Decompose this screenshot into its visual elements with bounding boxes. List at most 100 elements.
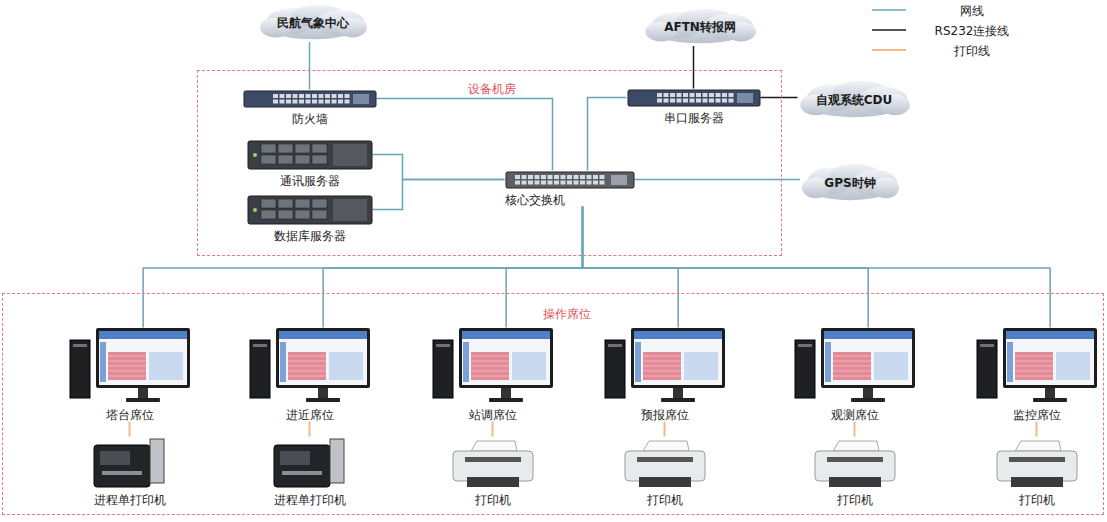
legend-text: 网线 xyxy=(930,3,1014,20)
grid-rule xyxy=(108,355,146,356)
port xyxy=(273,99,278,103)
connector-line xyxy=(373,155,505,180)
node-label: 预报席位 xyxy=(641,408,689,422)
network-cloud: AFTN转报网 xyxy=(643,8,757,46)
grid-rule xyxy=(471,355,509,356)
node-label: 进近席位 xyxy=(286,408,334,422)
station-node: 预报席位 xyxy=(603,328,727,422)
port xyxy=(722,93,727,97)
tower-stripe xyxy=(73,344,87,347)
legend-line-network xyxy=(872,9,906,11)
station-icon xyxy=(793,328,917,404)
port xyxy=(560,175,565,179)
panel xyxy=(353,94,369,104)
chassis xyxy=(248,141,372,169)
printer-node: 打印机 xyxy=(610,437,720,507)
monitor-frame xyxy=(459,328,553,388)
grid-rule xyxy=(108,370,146,371)
printer-body xyxy=(997,451,1077,481)
connector-line xyxy=(143,207,582,328)
stand-base xyxy=(306,398,340,402)
grid-rule xyxy=(288,370,326,371)
port xyxy=(292,94,297,98)
zone-region: 设备机房防火墙串口服务器通讯服务器核心交换机数据库服务器 xyxy=(197,70,782,256)
screen-side xyxy=(635,342,641,382)
node-label: 通讯服务器 xyxy=(280,174,340,188)
printer-node: 打印机 xyxy=(982,437,1092,507)
port xyxy=(696,93,701,97)
port xyxy=(292,99,297,103)
node-label: 塔台席位 xyxy=(106,408,154,422)
rack-node: 串口服务器 xyxy=(627,89,761,125)
label-line: 核心交换机 xyxy=(505,192,635,207)
cloud-label-box: AFTN转报网 xyxy=(643,8,757,46)
stand-base xyxy=(126,398,160,402)
printer-panel xyxy=(280,451,310,465)
port xyxy=(715,93,720,97)
label-line: 观测席位 xyxy=(793,407,917,422)
label-line: 预报席位 xyxy=(603,407,727,422)
connector-line xyxy=(635,179,801,181)
rack-icon xyxy=(627,89,761,107)
drive-bay xyxy=(261,155,276,164)
connector-line xyxy=(693,46,695,89)
screen-grid-2 xyxy=(149,352,183,380)
grid-rule xyxy=(288,360,326,361)
port xyxy=(312,99,317,103)
port xyxy=(560,180,565,184)
label-line: 数据库服务器 xyxy=(247,228,373,243)
tower xyxy=(433,340,453,398)
printer-icon xyxy=(438,437,548,489)
chassis xyxy=(628,90,760,106)
station-node: 进近席位 xyxy=(248,328,372,422)
tower xyxy=(605,340,625,398)
port xyxy=(715,98,720,102)
grid-rule xyxy=(288,365,326,366)
screen-header xyxy=(99,331,187,339)
grid-rule xyxy=(108,375,146,376)
port xyxy=(541,175,546,179)
port xyxy=(325,99,330,103)
label-line: 进程单打印机 xyxy=(255,492,365,507)
grid-rule xyxy=(1015,370,1053,371)
network-cloud: 民航气象中心 xyxy=(258,4,368,42)
legend-text: RS232连接线 xyxy=(930,23,1014,40)
drive-bay xyxy=(295,155,310,164)
grid-rule xyxy=(643,355,681,356)
drive-bay xyxy=(295,210,310,219)
region-title: 操作席位 xyxy=(543,306,591,323)
screen-grid xyxy=(833,352,871,380)
label-line: 打印机 xyxy=(438,492,548,507)
connector-line xyxy=(492,422,494,437)
server-icon xyxy=(247,195,373,225)
drive-bay xyxy=(261,210,276,219)
rack-node: 防火墙 xyxy=(243,90,377,126)
tower xyxy=(70,340,90,398)
node-label: GPS时钟 xyxy=(824,175,875,192)
grid-rule xyxy=(471,375,509,376)
tower xyxy=(250,340,270,398)
connector-line xyxy=(373,180,505,210)
label-line: 防火墙 xyxy=(243,111,377,126)
grid-rule xyxy=(643,360,681,361)
procprinter-node: 进程单打印机 xyxy=(255,437,365,507)
port xyxy=(286,99,291,103)
stand-base xyxy=(1033,398,1067,402)
cloud-label-box: 民航气象中心 xyxy=(258,4,368,42)
port xyxy=(521,175,526,179)
label-line: 进程单打印机 xyxy=(75,492,185,507)
port xyxy=(273,94,278,98)
screen-side xyxy=(100,342,106,382)
printer-icon xyxy=(610,437,720,489)
grid-rule xyxy=(288,355,326,356)
port xyxy=(528,180,533,184)
port xyxy=(279,99,284,103)
monitor-frame xyxy=(631,328,725,388)
screen-grid xyxy=(643,352,681,380)
switch-icon xyxy=(505,171,635,189)
grid-rule xyxy=(833,370,871,371)
port xyxy=(318,94,323,98)
connector-line xyxy=(309,422,311,437)
legend-text: 打印线 xyxy=(930,43,1014,60)
station-icon xyxy=(68,328,192,404)
